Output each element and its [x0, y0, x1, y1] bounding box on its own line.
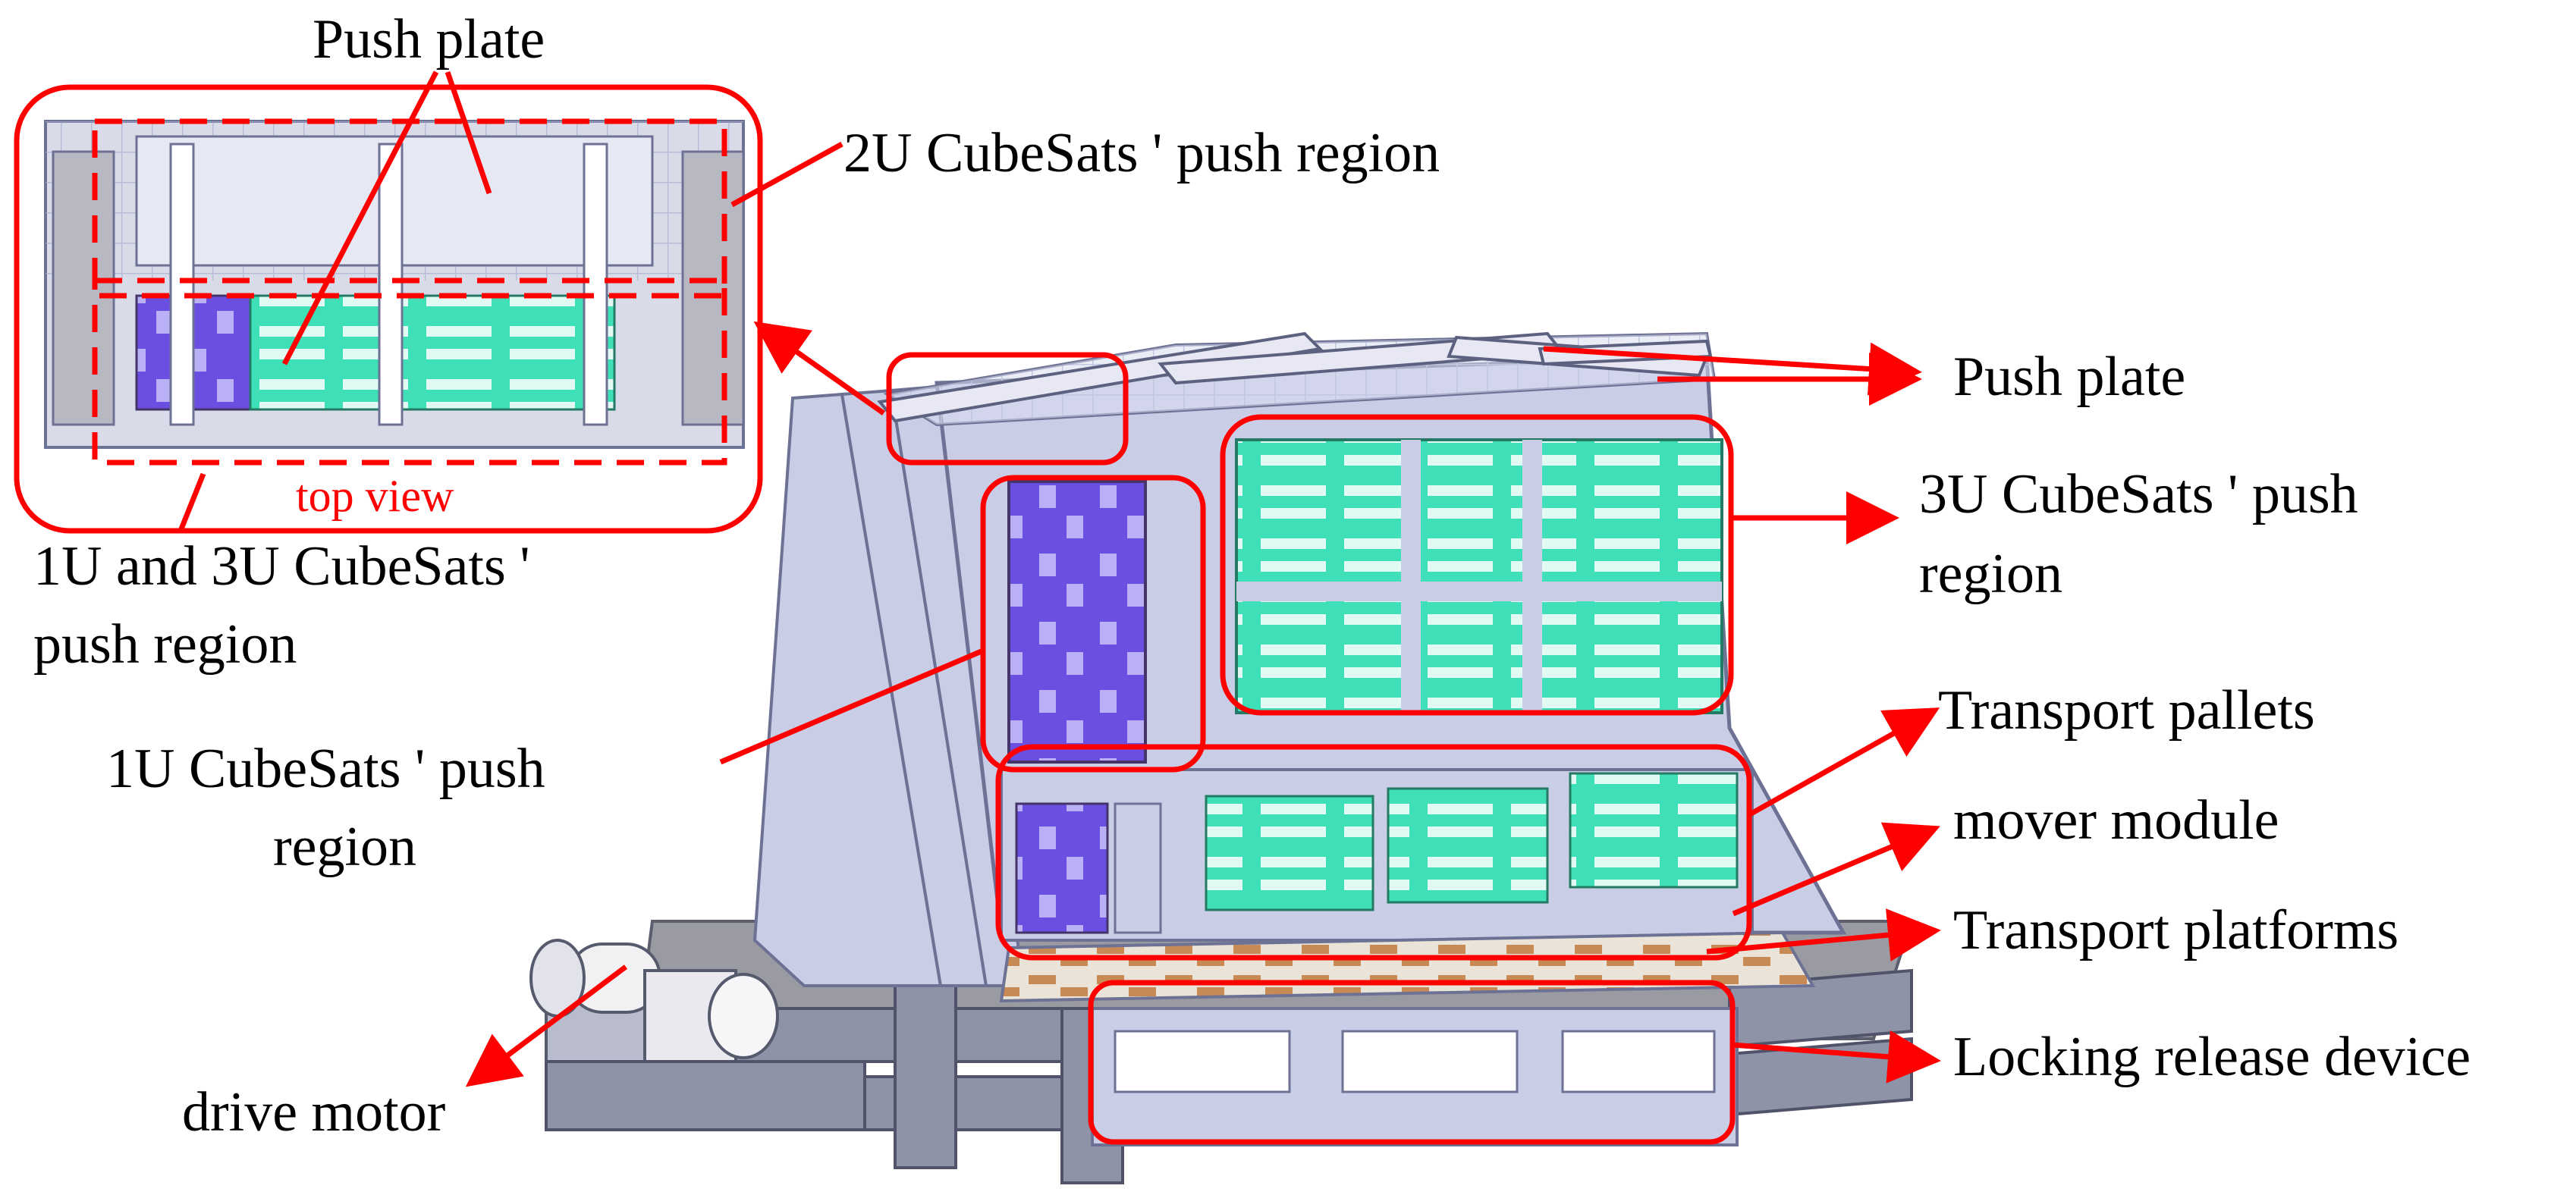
top-push-plate-box [886, 352, 1129, 466]
label-top-view: top view [296, 471, 454, 521]
drive-motor-assembly [529, 939, 866, 1131]
box-3u-region [1220, 414, 1734, 716]
callout-leaders [177, 71, 1941, 1087]
top-push-plates [877, 331, 1713, 423]
dashed-1u3u-region [92, 278, 727, 466]
box-1u-region [980, 475, 1206, 773]
label-push-plate-inset: Push plate [313, 8, 545, 71]
top-view-inset [44, 120, 745, 449]
label-1u-push-region-line2: region [273, 816, 417, 878]
label-locking-release-device: Locking release device [1953, 1026, 2471, 1088]
upper-3u-module [1235, 438, 1723, 714]
box-locking-release [1088, 980, 1736, 1145]
label-1u-push-region-line1: 1U CubeSats ' push [106, 738, 545, 800]
label-drive-motor: drive motor [182, 1081, 446, 1143]
label-3u-push-region-line1: 3U CubeSats ' push [1919, 463, 2358, 525]
inset-frame [14, 84, 763, 534]
label-push-plate-right: Push plate [1953, 346, 2186, 408]
label-1u-3u-push-region-line2: push region [33, 613, 297, 676]
label-transport-platforms: Transport platforms [1953, 899, 2399, 961]
label-1u-3u-push-region-line1: 1U and 3U CubeSats ' [33, 535, 530, 598]
deployer-machine [529, 331, 1914, 1184]
upper-1u-module [1007, 480, 1147, 764]
label-2u-push-region: 2U CubeSats ' push region [843, 122, 1440, 184]
box-transport-pallets [995, 744, 1752, 961]
label-3u-push-region-line2: region [1919, 543, 2063, 605]
label-mover-module: mover module [1953, 789, 2279, 852]
label-transport-pallets: Transport pallets [1938, 679, 2315, 742]
